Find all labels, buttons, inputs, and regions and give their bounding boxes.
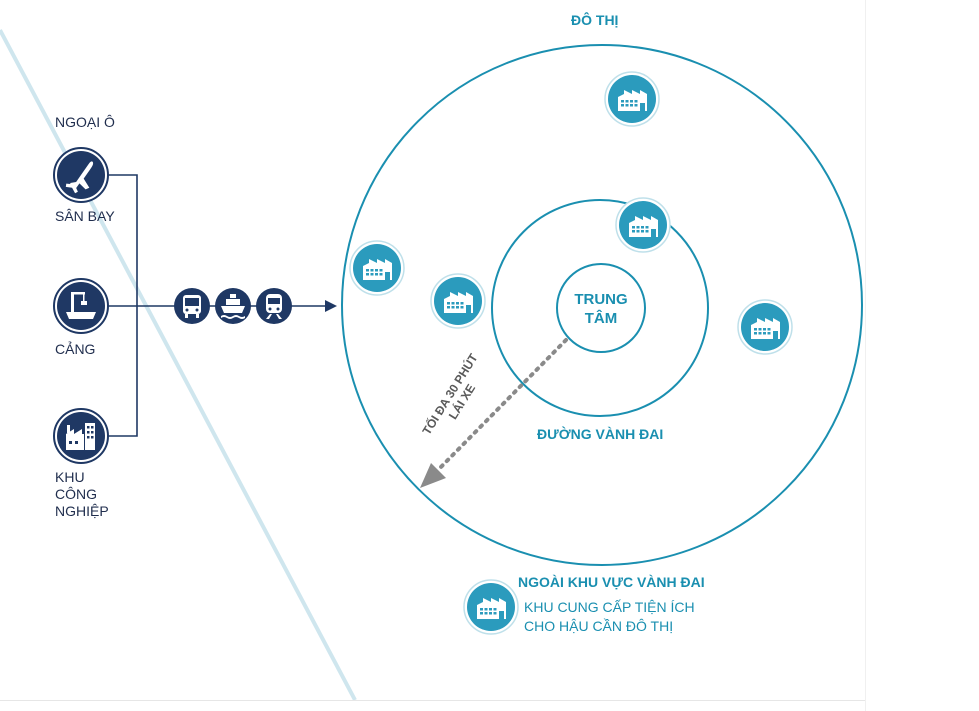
port-crane-icon <box>53 278 109 334</box>
decorative-diagonal <box>0 29 357 701</box>
drive-time-arrow-line <box>436 338 568 472</box>
city-center-circle <box>556 263 646 353</box>
warehouse-icon <box>604 71 660 127</box>
bottom-divider <box>0 700 865 701</box>
industrial-zone-label-line: CÔNG <box>55 486 97 502</box>
industrial-zone-label-line: KHU <box>55 469 85 485</box>
truck-icon <box>174 288 210 324</box>
transport-arrowhead <box>325 300 337 312</box>
factory-icon <box>53 408 109 464</box>
suburb-title: NGOẠI Ô <box>55 114 115 130</box>
ring-road-label: ĐƯỜNG VÀNH ĐAI <box>537 426 664 442</box>
ring-road-circle <box>491 199 709 417</box>
city-center-label-line: TRUNG <box>574 291 628 308</box>
port-label: CẢNG <box>55 341 96 357</box>
warehouse-icon <box>430 273 486 329</box>
industrial-zone-label-line: NGHIỆP <box>55 503 109 519</box>
outside-ring-description-line: CHO HẬU CẦN ĐÔ THỊ <box>524 618 674 634</box>
drive-time-arrowhead <box>420 463 446 488</box>
city-boundary-circle <box>341 44 863 566</box>
warehouse-icon <box>349 240 405 296</box>
right-margin <box>865 0 979 711</box>
airplane-icon <box>53 147 109 203</box>
city-center-label: TRUNG TÂM <box>556 290 646 328</box>
train-icon <box>256 288 292 324</box>
city-center-label-line: TÂM <box>584 310 618 327</box>
warehouse-icon <box>615 197 671 253</box>
outside-ring-description: KHU CUNG CẤP TIỆN ÍCH CHO HẬU CẦN ĐÔ THỊ <box>524 598 695 636</box>
city-label: ĐÔ THỊ <box>571 12 619 28</box>
outside-ring-title: NGOÀI KHU VỰC VÀNH ĐAI <box>518 574 705 590</box>
outside-ring-description-line: KHU CUNG CẤP TIỆN ÍCH <box>524 599 695 615</box>
industrial-zone-label: KHU CÔNG NGHIỆP <box>55 469 109 520</box>
warehouse-icon <box>463 579 519 635</box>
airport-label: SÂN BAY <box>55 208 115 224</box>
warehouse-icon <box>737 299 793 355</box>
ship-icon <box>215 288 251 324</box>
